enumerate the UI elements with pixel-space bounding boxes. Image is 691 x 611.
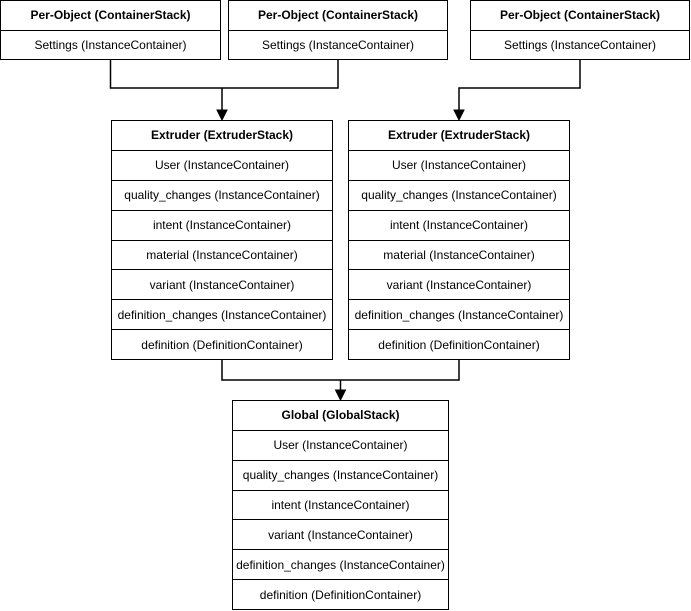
extruder-stack-1: Extruder (ExtruderStack) User (InstanceC… xyxy=(111,120,333,360)
extruder-stack-1-row-material: material (InstanceContainer) xyxy=(112,239,332,270)
connector-perobject12-merge xyxy=(109,60,339,89)
global-stack-row-variant: variant (InstanceContainer) xyxy=(233,519,448,549)
connector-perobject3 xyxy=(458,60,581,110)
extruder-stack-1-row-quality-changes: quality_changes (InstanceContainer) xyxy=(112,179,332,210)
per-object-stack-1-row-settings: Settings (InstanceContainer) xyxy=(1,29,220,60)
per-object-stack-3-title: Per-Object (ContainerStack) xyxy=(499,8,661,23)
extruder-stack-1-row-variant: variant (InstanceContainer) xyxy=(112,269,332,299)
extruder-stack-1-row-user: User (InstanceContainer) xyxy=(112,149,332,180)
global-stack-row-user: User (InstanceContainer) xyxy=(233,429,448,460)
extruder-stack-2-row-quality-changes: quality_changes (InstanceContainer) xyxy=(349,179,569,210)
global-stack-row-intent: intent (InstanceContainer) xyxy=(233,489,448,520)
extruder-stack-1-row-definition-changes: definition_changes (InstanceContainer) xyxy=(112,299,332,329)
per-object-stack-3-row-settings: Settings (InstanceContainer) xyxy=(471,29,689,60)
extruder-stack-1-row-definition: definition (DefinitionContainer) xyxy=(112,329,332,359)
per-object-stack-2-title: Per-Object (ContainerStack) xyxy=(257,8,419,23)
extruder-stack-2-row-definition-changes: definition_changes (InstanceContainer) xyxy=(349,299,569,329)
connector-extruders-merge xyxy=(221,360,460,381)
global-stack: Global (GlobalStack) User (InstanceConta… xyxy=(232,400,449,610)
global-stack-row-quality-changes: quality_changes (InstanceContainer) xyxy=(233,459,448,490)
extruder-stack-1-row-intent: intent (InstanceContainer) xyxy=(112,209,332,240)
extruder-stack-2-row-user: User (InstanceContainer) xyxy=(349,149,569,180)
global-stack-title: Global (GlobalStack) xyxy=(281,408,400,423)
arrowhead-global xyxy=(334,389,347,402)
global-stack-row-definition: definition (DefinitionContainer) xyxy=(233,579,448,609)
per-object-stack-3: Per-Object (ContainerStack) Settings (In… xyxy=(470,0,690,60)
extruder-stack-2: Extruder (ExtruderStack) User (InstanceC… xyxy=(348,120,570,360)
extruder-stack-2-row-definition: definition (DefinitionContainer) xyxy=(349,329,569,359)
extruder-stack-2-title: Extruder (ExtruderStack) xyxy=(387,128,531,143)
arrowhead-extruder1 xyxy=(216,109,228,122)
per-object-stack-2: Per-Object (ContainerStack) Settings (In… xyxy=(228,0,448,60)
extruder-stack-2-row-intent: intent (InstanceContainer) xyxy=(349,209,569,240)
extruder-stack-1-title: Extruder (ExtruderStack) xyxy=(150,128,294,143)
global-stack-row-definition-changes: definition_changes (InstanceContainer) xyxy=(233,549,448,579)
per-object-stack-2-row-settings: Settings (InstanceContainer) xyxy=(229,29,447,60)
per-object-stack-1: Per-Object (ContainerStack) Settings (In… xyxy=(0,0,221,60)
extruder-stack-2-row-material: material (InstanceContainer) xyxy=(349,239,569,270)
arrowhead-extruder2 xyxy=(453,109,465,122)
extruder-stack-2-row-variant: variant (InstanceContainer) xyxy=(349,269,569,299)
per-object-stack-1-title: Per-Object (ContainerStack) xyxy=(30,8,191,23)
